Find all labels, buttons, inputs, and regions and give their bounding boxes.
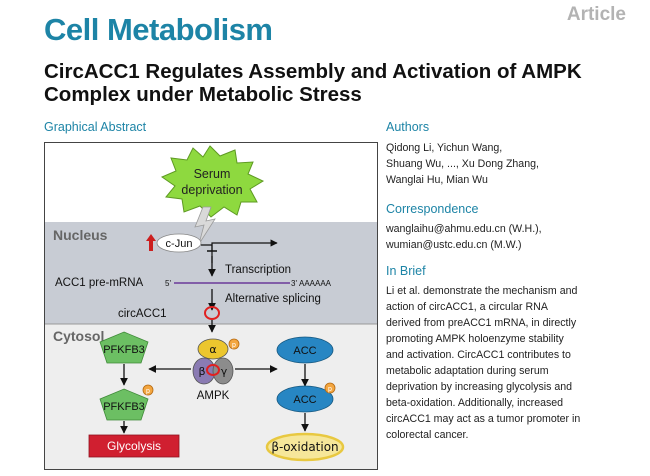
author-line: Wanglai Hu, Mian Wu	[386, 174, 488, 186]
poly-a-label: AAAAAA	[299, 279, 332, 288]
transcription-label: Transcription	[225, 264, 291, 276]
correspondence-list: wanglaihu@ahmu.edu.cn (W.H.), wumian@ust…	[386, 221, 626, 253]
glycolysis-label: Glycolysis	[107, 439, 161, 453]
phospho-badge-icon	[142, 384, 154, 396]
nucleus-label: Nucleus	[53, 227, 108, 243]
email-line[interactable]: wumian@ustc.edu.cn (M.W.)	[386, 239, 522, 251]
lightning-bolt-icon	[194, 206, 216, 245]
beta-oxidation-label: β-oxidation	[271, 440, 338, 454]
beta-label: β	[198, 365, 205, 378]
in-brief-heading: In Brief	[386, 264, 426, 278]
article-title: CircACC1 Regulates Assembly and Activati…	[44, 60, 582, 106]
email-line[interactable]: wanglaihu@ahmu.edu.cn (W.H.),	[386, 223, 542, 235]
pfkfb3-phospho-pentagon	[99, 388, 149, 421]
ampk-alpha-subunit	[197, 338, 229, 360]
in-brief-line: and activation. CircACC1 contributes to	[386, 349, 571, 361]
five-prime-label: 5'	[165, 279, 171, 288]
acc-label: ACC	[293, 345, 316, 357]
cjun-ellipse	[156, 233, 202, 253]
phospho-badge-icon	[324, 382, 336, 394]
pfkfb3-phospho-label: PFKFB3	[103, 401, 145, 413]
alpha-label: α	[209, 343, 216, 356]
up-arrow-icon	[146, 234, 156, 251]
abstract-diagram: Serum deprivation Nucleus c-Jun Transcri…	[45, 145, 377, 469]
journal-name: Cell Metabolism	[44, 12, 273, 47]
correspondence-heading: Correspondence	[386, 202, 479, 216]
in-brief-line: Li et al. demonstrate the mechanism and	[386, 285, 578, 297]
ampk-gamma-subunit	[212, 357, 234, 385]
phospho-label: p	[146, 388, 150, 395]
in-brief-line: deprivation by increasing glycolysis and	[386, 381, 573, 393]
stimulus-line-1: Serum	[194, 167, 231, 181]
in-brief-line: derived from preACC1 mRNA, in directly	[386, 317, 577, 329]
glycolysis-box	[88, 434, 180, 458]
pfkfb3-pentagon	[99, 331, 149, 364]
acc-phospho-ellipse	[276, 385, 334, 413]
in-brief-line: beta-oxidation. Additionally, increased	[386, 397, 564, 409]
graphical-abstract: Serum deprivation Nucleus c-Jun Transcri…	[44, 142, 378, 470]
ampk-label: AMPK	[197, 390, 230, 402]
in-brief-line: action of circACC1, a circular RNA	[386, 301, 548, 313]
alt-splicing-label: Alternative splicing	[225, 293, 321, 305]
pre-mrna-label: ACC1 pre-mRNA	[55, 277, 144, 289]
acc-phospho-label: ACC	[293, 394, 316, 406]
serum-deprivation-burst	[160, 145, 265, 218]
in-brief-line: circACC1 may act as a tumor promoter in	[386, 413, 581, 425]
stimulus-line-2: deprivation	[181, 183, 242, 197]
gamma-label: γ	[221, 365, 228, 378]
authors-list: Qidong Li, Yichun Wang, Shuang Wu, ..., …	[386, 140, 626, 188]
phospho-label: p	[232, 342, 236, 349]
in-brief-line: promoting AMPK holoenzyme stability	[386, 333, 564, 345]
promoter-arrow	[211, 239, 278, 257]
cjun-label: c-Jun	[166, 238, 193, 250]
circ-rna-ring	[204, 306, 220, 320]
graphical-abstract-heading: Graphical Abstract	[44, 120, 147, 134]
phospho-badge-icon	[228, 338, 240, 350]
article-type: Article	[566, 4, 626, 25]
cytosol-label: Cytosol	[53, 328, 104, 344]
acc-ellipse	[276, 336, 334, 364]
beta-oxidation-ellipse	[265, 432, 345, 462]
in-brief-line: metabolic adaptation during serum	[386, 365, 549, 377]
three-prime-label: 3'	[291, 279, 297, 288]
in-brief-line: colorectal cancer.	[386, 429, 469, 441]
phospho-label: p	[328, 386, 332, 393]
author-line: Shuang Wu, ..., Xu Dong Zhang,	[386, 158, 539, 170]
bound-circ-ring	[206, 364, 220, 376]
authors-heading: Authors	[386, 120, 430, 134]
pfkfb3-label: PFKFB3	[103, 344, 145, 356]
author-line: Qidong Li, Yichun Wang,	[386, 142, 503, 154]
in-brief-text: Li et al. demonstrate the mechanism and …	[386, 283, 626, 443]
circ-label: circACC1	[118, 308, 167, 320]
